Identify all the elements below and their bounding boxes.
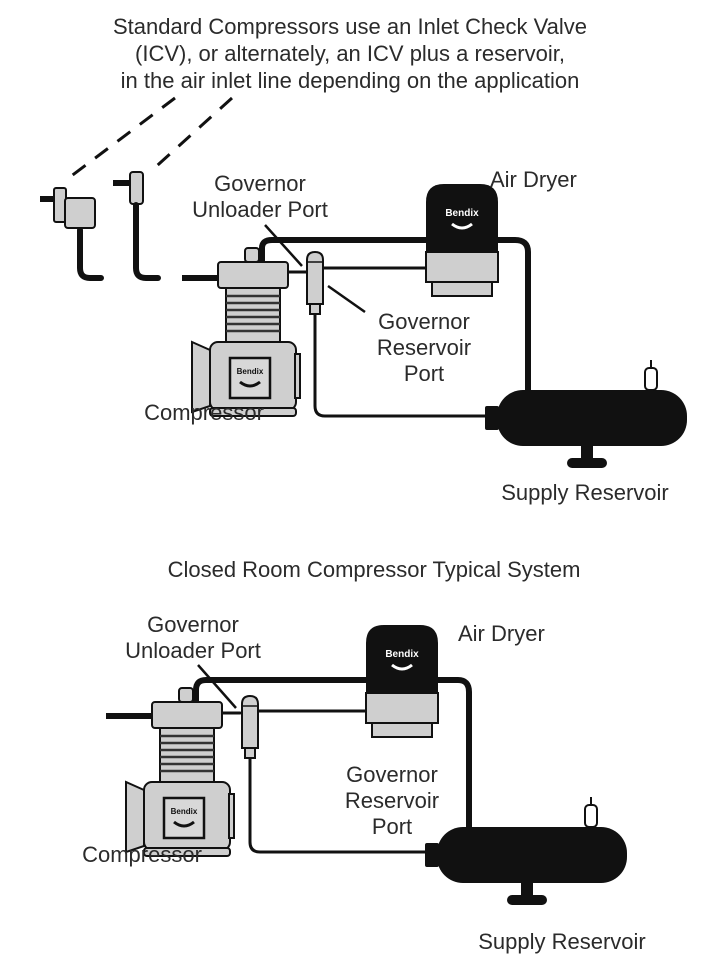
compressor-icon [190, 246, 302, 418]
bottom-diagram: Closed Room Compressor Typical System Go… [82, 557, 646, 954]
top-label-compressor: Compressor [144, 400, 264, 425]
top-label-unloader-port: Unloader Port [192, 197, 328, 222]
supply-reservoir-icon [484, 359, 688, 469]
bottom-air-dryer-icon [364, 623, 440, 739]
top-label-supply-reservoir: Supply Reservoir [501, 480, 669, 505]
bottom-label-governor: Governor [147, 612, 239, 637]
icv-only-icon [113, 171, 161, 281]
bottom-label-governor-2: Governor [346, 762, 438, 787]
bottom-label-supply-reservoir: Supply Reservoir [478, 929, 646, 954]
icv-callout-lines [65, 96, 234, 182]
top-header-line-1: Standard Compressors use an Inlet Check … [113, 14, 587, 39]
bottom-label-unloader-port: Unloader Port [125, 638, 261, 663]
top-label-governor: Governor [214, 171, 306, 196]
bottom-title: Closed Room Compressor Typical System [168, 557, 581, 582]
governor-reservoir-line [313, 306, 490, 418]
air-dryer-icon [424, 182, 500, 298]
bottom-governor-icon [241, 695, 259, 759]
top-label-reservoir: Reservoir [377, 335, 471, 360]
unloader-port-leader [264, 224, 303, 267]
governor-icon [306, 251, 324, 315]
bottom-label-compressor: Compressor [82, 842, 202, 867]
top-label-governor-2: Governor [378, 309, 470, 334]
bottom-governor-reservoir-line [248, 748, 430, 854]
discharge-line [259, 237, 531, 398]
bottom-label-air-dryer: Air Dryer [458, 621, 545, 646]
top-label-port: Port [404, 361, 444, 386]
top-header-line-2: (ICV), or alternately, an ICV plus a res… [135, 41, 565, 66]
top-header-line-3: in the air inlet line depending on the a… [121, 68, 580, 93]
reservoir-port-leader [327, 284, 366, 314]
bottom-unloader-port-leader [197, 664, 237, 709]
top-diagram: Standard Compressors use an Inlet Check … [40, 14, 688, 505]
top-label-air-dryer: Air Dryer [490, 167, 577, 192]
bottom-label-port: Port [372, 814, 412, 839]
bottom-supply-reservoir-icon [424, 796, 628, 906]
bottom-label-reservoir: Reservoir [345, 788, 439, 813]
bottom-discharge-line [193, 677, 472, 843]
icv-with-reservoir-icon [40, 187, 104, 281]
